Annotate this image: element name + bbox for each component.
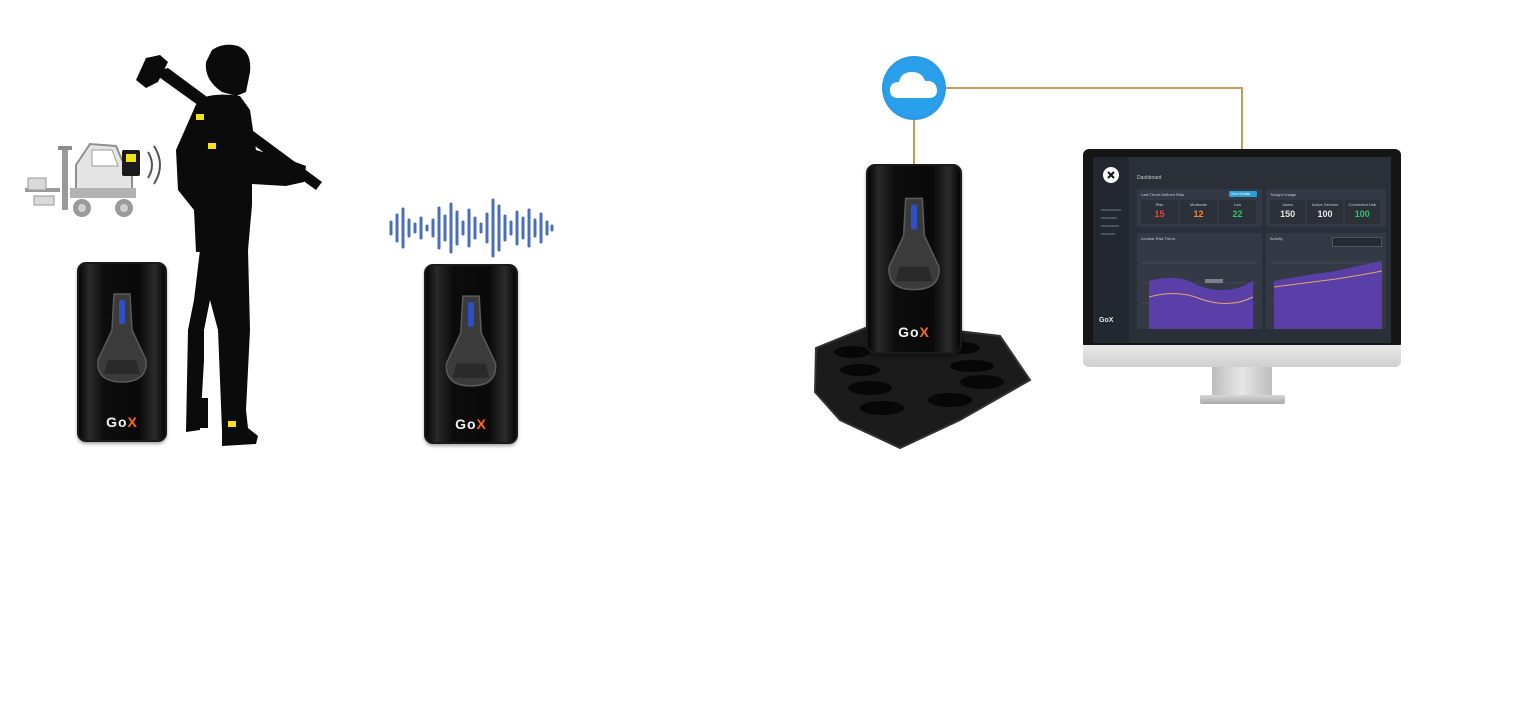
dashboard-logo: GoX	[1099, 317, 1114, 324]
dashboard-title: Dashboard	[1137, 175, 1162, 181]
kpi-value: 22	[1232, 209, 1243, 219]
view-details-button[interactable]: View Details	[1229, 191, 1257, 197]
gox-device: GoX	[424, 264, 518, 444]
device-pad-icon	[445, 295, 497, 387]
lumbar-trend-chart	[1141, 262, 1257, 329]
soundwave-icon	[389, 198, 554, 258]
kpi-card: Low 22	[1219, 200, 1256, 224]
usage-panel-title: Today's Usage	[1270, 192, 1297, 197]
worker-silhouette	[136, 44, 322, 446]
risk-panel: Last Three Defined Risk View Details Ris…	[1137, 189, 1262, 227]
kpi-value: 100	[1317, 209, 1333, 219]
device-brand: GoX	[106, 414, 138, 430]
kpi-card: Risk 15	[1141, 200, 1178, 224]
chart-title: Lumbar Risk Trend	[1141, 236, 1175, 241]
kpi-value: 15	[1154, 209, 1165, 219]
kpi-label: Connected Hub	[1348, 202, 1377, 207]
kpi-label: Risk	[1155, 202, 1164, 207]
lumbar-chart-panel: Lumbar Risk Trend	[1137, 233, 1262, 329]
sensor-marker	[208, 143, 216, 149]
gox-device: GoX	[77, 262, 167, 442]
kpi-card: Users 150	[1270, 200, 1306, 224]
sensor-marker	[228, 421, 236, 427]
kpi-label: Low	[1233, 202, 1242, 207]
dashboard-sidebar: GoX	[1093, 157, 1129, 343]
kpi-value: 12	[1193, 209, 1204, 219]
forklift-icon	[25, 142, 161, 217]
kpi-card: Active Devices 100	[1307, 200, 1343, 224]
chart-title: Activity	[1270, 236, 1283, 241]
kpi-card: Connected Hub 100	[1344, 200, 1380, 224]
kpi-label: Users	[1282, 202, 1293, 207]
monitor-foot	[1200, 395, 1285, 404]
close-icon[interactable]	[1103, 167, 1119, 183]
monitor-stand	[1212, 367, 1272, 397]
activity-chart	[1270, 261, 1383, 329]
device-pad-icon	[97, 293, 147, 383]
date-select[interactable]	[1332, 237, 1382, 247]
kpi-value: 100	[1354, 209, 1370, 219]
dashboard-screen: GoX Dashboard Last Three Defined Risk Vi…	[1093, 157, 1391, 343]
device-pad-icon	[888, 197, 940, 291]
device-brand: GoX	[455, 416, 487, 432]
monitor-chin	[1083, 345, 1401, 367]
device-brand: GoX	[898, 324, 930, 340]
cloud-icon	[882, 56, 946, 120]
gox-device-docked: GoX	[866, 164, 962, 354]
kpi-label: Active Devices	[1311, 202, 1339, 207]
connection-line	[944, 87, 1243, 175]
kpi-value: 150	[1280, 209, 1296, 219]
kpi-label: Moderate	[1190, 202, 1207, 207]
sensor-marker	[196, 114, 204, 120]
activity-chart-panel: Activity	[1266, 233, 1386, 329]
kpi-card: Moderate 12	[1180, 200, 1217, 224]
risk-panel-title: Last Three Defined Risk	[1141, 192, 1184, 197]
